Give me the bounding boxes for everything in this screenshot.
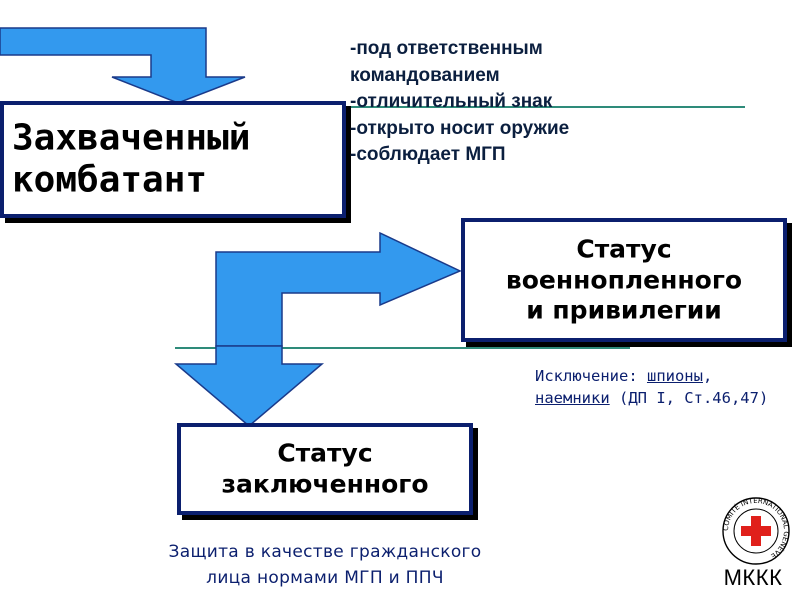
condition-item: -под ответственным bbox=[350, 38, 543, 59]
condition-item: -соблюдает МГП bbox=[350, 144, 506, 165]
prisoner-status-box: Статус заключенного bbox=[177, 423, 473, 515]
mercenaries-link[interactable]: наемники bbox=[535, 389, 610, 407]
arrow-into-captured bbox=[0, 27, 246, 104]
condition-item: -отличительный знак bbox=[350, 91, 553, 112]
pow-status-box: Статус военнопленного и привилегии bbox=[461, 218, 787, 342]
exception-prefix: Исключение: bbox=[535, 367, 647, 385]
arrow-to-prisoner-status bbox=[173, 345, 325, 427]
protection-line-1: Защита в качестве гражданского bbox=[168, 542, 482, 562]
icrc-label: МККК bbox=[723, 565, 783, 590]
pow-status-label: Статус военнопленного и привилегии bbox=[505, 234, 743, 325]
civilian-protection-note: Защита в качестве гражданского лица норм… bbox=[100, 539, 550, 591]
condition-item: -открыто носит оружие bbox=[350, 117, 570, 139]
prisoner-status-label: Статус заключенного bbox=[221, 438, 429, 499]
spies-link[interactable]: шпионы bbox=[646, 367, 703, 385]
protection-line-2: лица нормами МГП и ППЧ bbox=[206, 568, 444, 588]
captured-combatant-box: Захваченный комбатант bbox=[0, 101, 346, 218]
divider-line-top bbox=[345, 106, 745, 108]
combatant-conditions-list: -под ответственным командованием -отличи… bbox=[350, 36, 750, 169]
exception-separator: , bbox=[702, 367, 713, 385]
condition-item: командованием bbox=[350, 64, 500, 86]
captured-combatant-label: Захваченный комбатант bbox=[12, 117, 251, 201]
exception-reference: (ДП I, Ст.46,47) bbox=[609, 389, 769, 407]
arrow-to-pow-status bbox=[215, 231, 462, 347]
exception-note: Исключение: шпионы, наемники (ДП I, Ст.4… bbox=[535, 365, 795, 409]
icrc-emblem-icon: COMITÉ INTERNATIONAL GENÈVE bbox=[722, 497, 790, 565]
divider-line-middle bbox=[175, 347, 630, 349]
